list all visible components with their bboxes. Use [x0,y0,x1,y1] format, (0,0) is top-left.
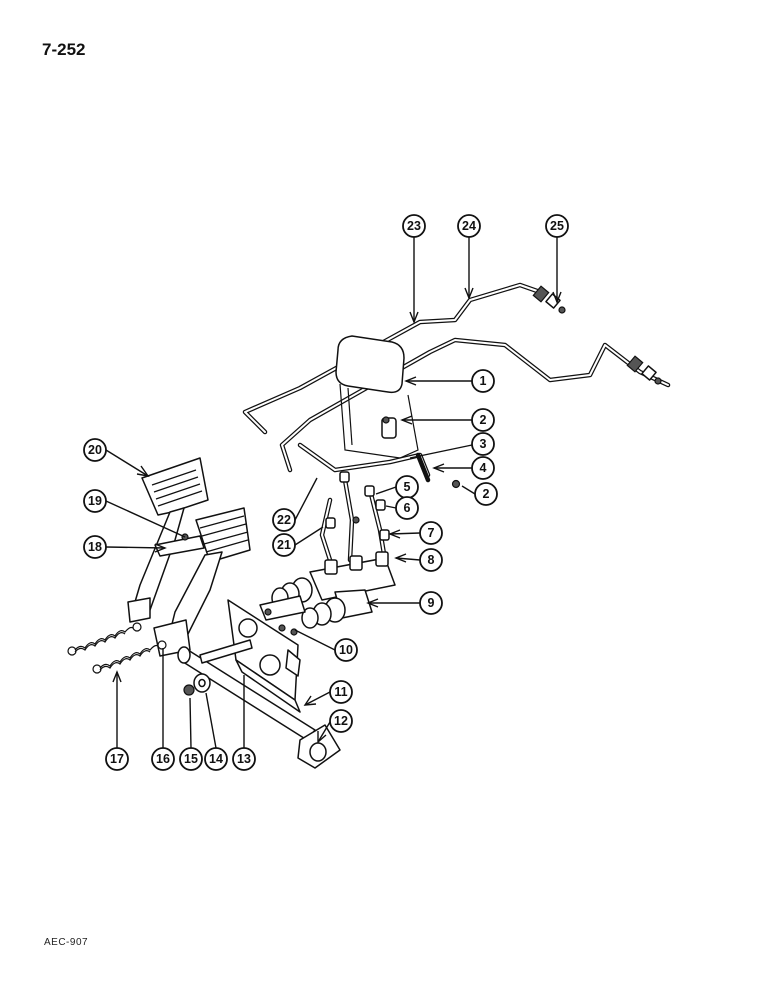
callout-6: 6 [395,496,419,520]
svg-text:23: 23 [407,219,421,233]
return-spring-lower [92,640,167,674]
svg-text:24: 24 [462,219,476,233]
svg-text:4: 4 [480,461,487,475]
callout-5: 5 [395,475,419,499]
callout-18: 18 [83,535,107,559]
callout-11: 11 [329,680,353,704]
svg-text:1: 1 [480,374,487,388]
leader-lines [105,237,562,749]
callout-8: 8 [419,548,443,572]
shaft-lever [297,724,341,769]
callout-4: 4 [471,456,495,480]
pedal-mounting-bracket [227,599,301,713]
shaft-bush [193,673,211,693]
fluid-reservoir [335,335,405,394]
svg-text:10: 10 [339,643,353,657]
callout-22: 22 [272,508,296,532]
shaft-stud [199,639,253,664]
pedal-cross-shaft [177,646,316,741]
brake-pipe-23 [242,282,543,435]
callout-9: 9 [419,591,443,615]
pipe-branch [297,442,431,478]
callout-21: 21 [272,533,296,557]
svg-text:21: 21 [277,538,291,552]
callout-16: 16 [151,747,175,771]
svg-text:2: 2 [483,487,490,501]
callout-7: 7 [419,521,443,545]
hose-fittings [325,471,390,541]
svg-text:2: 2 [480,413,487,427]
svg-text:11: 11 [334,685,347,699]
hose-clamp-nut [451,479,461,489]
footer-code: AEC-907 [44,937,89,948]
brake-pedal-left [127,457,209,623]
svg-text:19: 19 [88,494,102,508]
callout-15: 15 [179,747,203,771]
callout-19: 19 [83,489,107,513]
shaft-nut [183,684,195,696]
svg-text:9: 9 [428,596,435,610]
svg-text:12: 12 [334,714,348,728]
svg-text:3: 3 [480,437,487,451]
pedal-latch [154,533,205,557]
svg-text:14: 14 [209,752,223,766]
callout-24: 24 [457,214,481,238]
svg-text:16: 16 [156,752,170,766]
callout-20: 20 [83,438,107,462]
brake-pedal-right [153,507,251,657]
callout-2b: 2 [474,482,498,506]
page-number: 7-252 [42,40,86,59]
master-cylinder-lower [259,589,373,629]
svg-text:25: 25 [550,219,564,233]
callout-3: 3 [471,432,495,456]
callout-14: 14 [204,747,228,771]
svg-text:18: 18 [88,540,102,554]
reservoir-bracket [339,383,419,459]
callout-13: 13 [232,747,256,771]
callout-1: 1 [471,369,495,393]
callout-17: 17 [105,747,129,771]
svg-text:15: 15 [184,752,198,766]
callout-2a: 2 [471,408,495,432]
svg-text:6: 6 [404,501,411,515]
callout-25: 25 [545,214,569,238]
svg-text:20: 20 [88,443,102,457]
svg-text:7: 7 [428,526,435,540]
svg-text:17: 17 [110,752,124,766]
callout-10: 10 [334,638,358,662]
svg-text:5: 5 [404,480,411,494]
pipe-fitting-lower [626,355,662,385]
flex-hose-left [319,497,333,563]
callout-12: 12 [329,709,353,733]
callout-23: 23 [402,214,426,238]
brake-pipe-24 [279,337,671,473]
reservoir-hose [415,452,431,483]
flex-hose-mid [342,477,355,563]
svg-text:13: 13 [237,752,251,766]
svg-text:8: 8 [428,553,435,567]
svg-text:22: 22 [277,513,291,527]
return-spring-upper [67,622,142,656]
pipe-fitting-upper [532,285,566,314]
